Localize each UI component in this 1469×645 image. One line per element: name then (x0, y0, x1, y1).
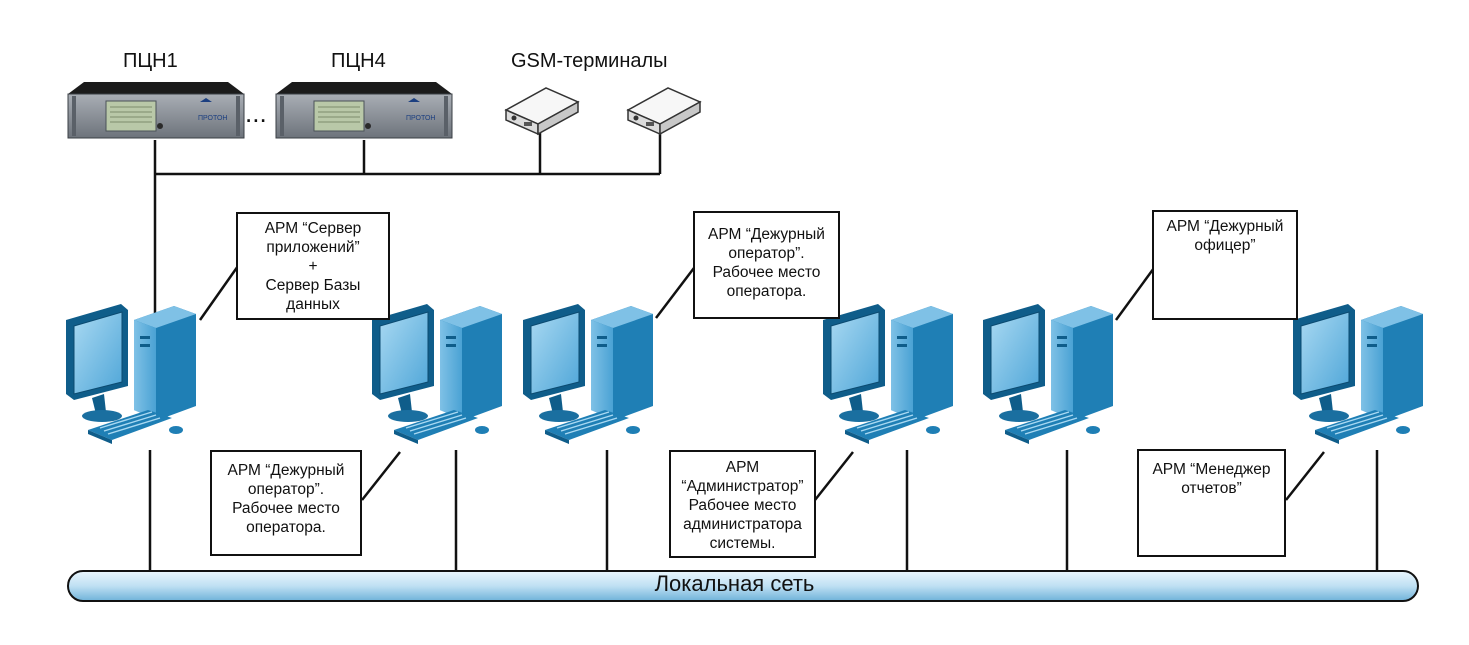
workstation-app-server (65, 303, 197, 445)
pcn4-device (275, 81, 453, 139)
workstation-duty-operator-2 (522, 303, 654, 445)
gsm-terminal-1 (505, 87, 579, 135)
pcn4-brand: ПРОТОН (406, 115, 435, 122)
box-line: АРМ “Сервер (264, 220, 362, 237)
box-line: системы. (709, 535, 776, 552)
pcn4-label: ПЦН4 (331, 50, 386, 72)
workstation-duty-operator-1 (371, 303, 503, 445)
callout-duty-operator-2: АРМ “Дежурный оператор”. Рабочее место о… (693, 211, 840, 319)
local-network-bus (67, 570, 1419, 602)
workstation-administrator (822, 303, 954, 445)
callout-administrator: АРМ “Администратор” Рабочее место админи… (669, 450, 816, 558)
box-line: АРМ (725, 459, 760, 476)
box-line: АРМ “Дежурный (708, 226, 825, 243)
box-line: данных (286, 296, 340, 313)
box-line: Рабочее место (232, 500, 340, 517)
box-line: АРМ “Дежурный (1166, 218, 1284, 235)
box-line: оператора. (246, 519, 326, 536)
workstation-duty-officer (982, 303, 1114, 445)
box-line: + (308, 258, 318, 275)
box-line: офицер” (1194, 237, 1256, 254)
callout-duty-officer: АРМ “Дежурный офицер” (1152, 210, 1298, 320)
pcn1-brand: ПРОТОН (198, 115, 227, 122)
box-line: оператора. (726, 283, 807, 300)
box-line: отчетов” (1181, 480, 1242, 497)
box-line: АРМ “Менеджер (1152, 461, 1271, 478)
box-line: “Администратор” (681, 478, 804, 495)
pcn1-device (67, 81, 245, 139)
box-line: Рабочее место (712, 264, 821, 281)
pcn-ellipsis: ... (245, 98, 267, 128)
bus-drops (148, 450, 1379, 572)
box-line: приложений” (266, 239, 360, 256)
pcn1-label: ПЦН1 (123, 50, 178, 72)
gsm-terminals-label: GSM-терминалы (511, 50, 668, 72)
box-line: Сервер Базы (265, 277, 361, 294)
gsm-terminal-2 (627, 87, 701, 135)
box-line: оператор”. (728, 245, 805, 262)
callout-report-manager: АРМ “Менеджер отчетов” (1137, 449, 1286, 557)
box-line: оператор”. (247, 481, 325, 498)
box-line: АРМ “Дежурный (227, 462, 345, 479)
workstation-report-manager (1292, 303, 1424, 445)
bus-label: Локальная сеть (654, 571, 815, 596)
box-line: администратора (683, 516, 802, 533)
callout-app-server: АРМ “Сервер приложений” + Сервер Базы да… (236, 212, 390, 320)
callout-leaders (198, 263, 1325, 501)
box-line: Рабочее место (688, 497, 797, 514)
callout-duty-operator-1: АРМ “Дежурный оператор”. Рабочее место о… (210, 450, 362, 556)
top-interconnect (153, 132, 662, 320)
